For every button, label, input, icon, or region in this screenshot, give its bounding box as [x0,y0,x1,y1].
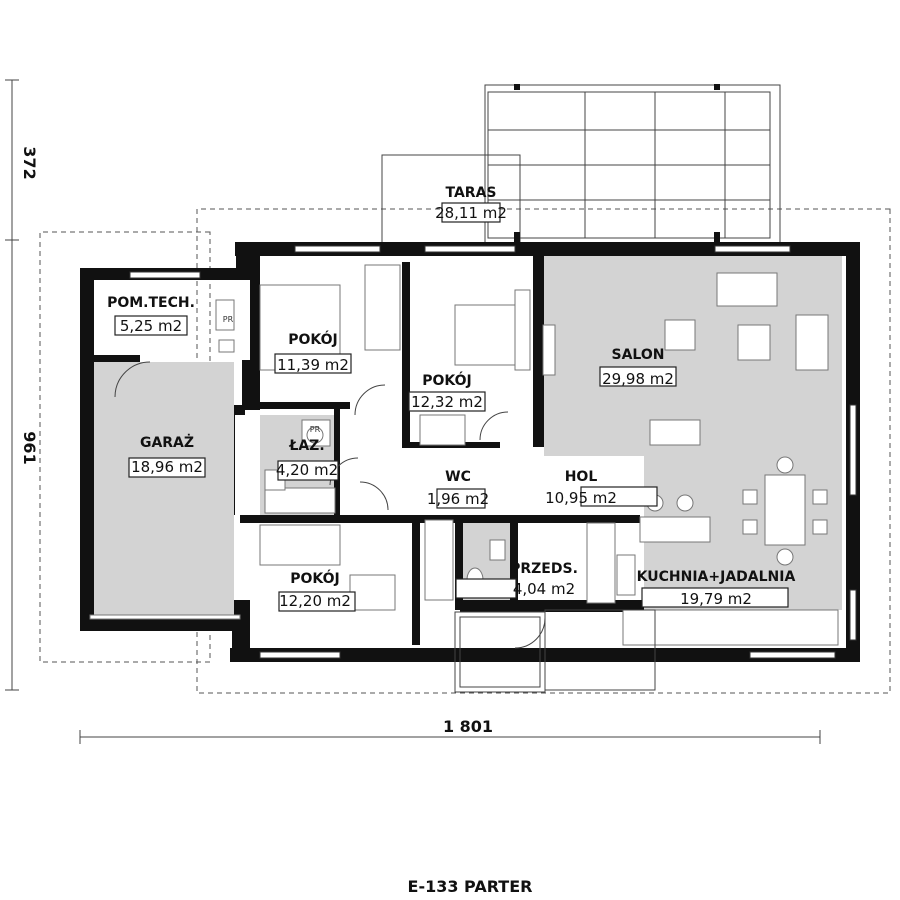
dim-terrace: 372 [20,146,39,179]
pokoj2-area: 12,32 m2 [411,393,483,411]
kuchnia-area: 19,79 m2 [680,590,752,608]
przedsionek-name: PRZEDS. [510,561,578,577]
pomtech-name: POM.TECH. [107,295,195,311]
doors [114,361,546,649]
kuchnia-name: KUCHNIA+JADALNIA [637,569,796,585]
room-labels: TARAS 28,11 m2 POM.TECH. 5,25 m2 POKÓJ 1… [107,185,795,610]
pokoj1-area: 11,39 m2 [277,356,349,374]
roof-outline [196,208,891,694]
salon-name: SALON [612,347,665,363]
hol-name: HOL [565,469,598,485]
przedsionek-area: 4,04 m2 [513,580,575,598]
salon-area: 29,98 m2 [602,370,674,388]
pomtech-area: 5,25 m2 [120,317,182,335]
pokoj3-name: POKÓJ [290,569,340,587]
garaz-name: GARAŻ [140,434,194,451]
garage-floor [94,362,234,617]
taras-name: TARAS [446,185,497,201]
lazienka-area: 4,20 m2 [276,461,338,479]
windows [129,245,857,659]
pokoj3-area: 12,20 m2 [279,592,351,610]
pokoj1-name: POKÓJ [288,330,338,348]
lazienka-name: ŁAZ. [288,438,324,454]
taras-area: 28,11 m2 [435,204,507,222]
pokoj2-name: POKÓJ [422,371,472,389]
pomtech-device-label: PR [223,315,234,324]
dimension-lines [5,79,821,744]
dim-height: 961 [20,431,39,464]
furniture [89,264,839,693]
dimension-labels: 1 801 961 372 [20,146,493,736]
plan-caption: E-133 PARTER [408,877,533,896]
garaz-area: 18,96 m2 [131,458,203,476]
wc-area: 1,96 m2 [427,490,489,508]
hol-area: 10,95 m2 [545,489,617,507]
fixture-labels: PR PR [223,315,321,434]
pralka-label: PR [310,425,321,434]
label-boxes [114,202,789,612]
dim-width: 1 801 [443,717,493,736]
wc-name: WC [445,469,471,485]
